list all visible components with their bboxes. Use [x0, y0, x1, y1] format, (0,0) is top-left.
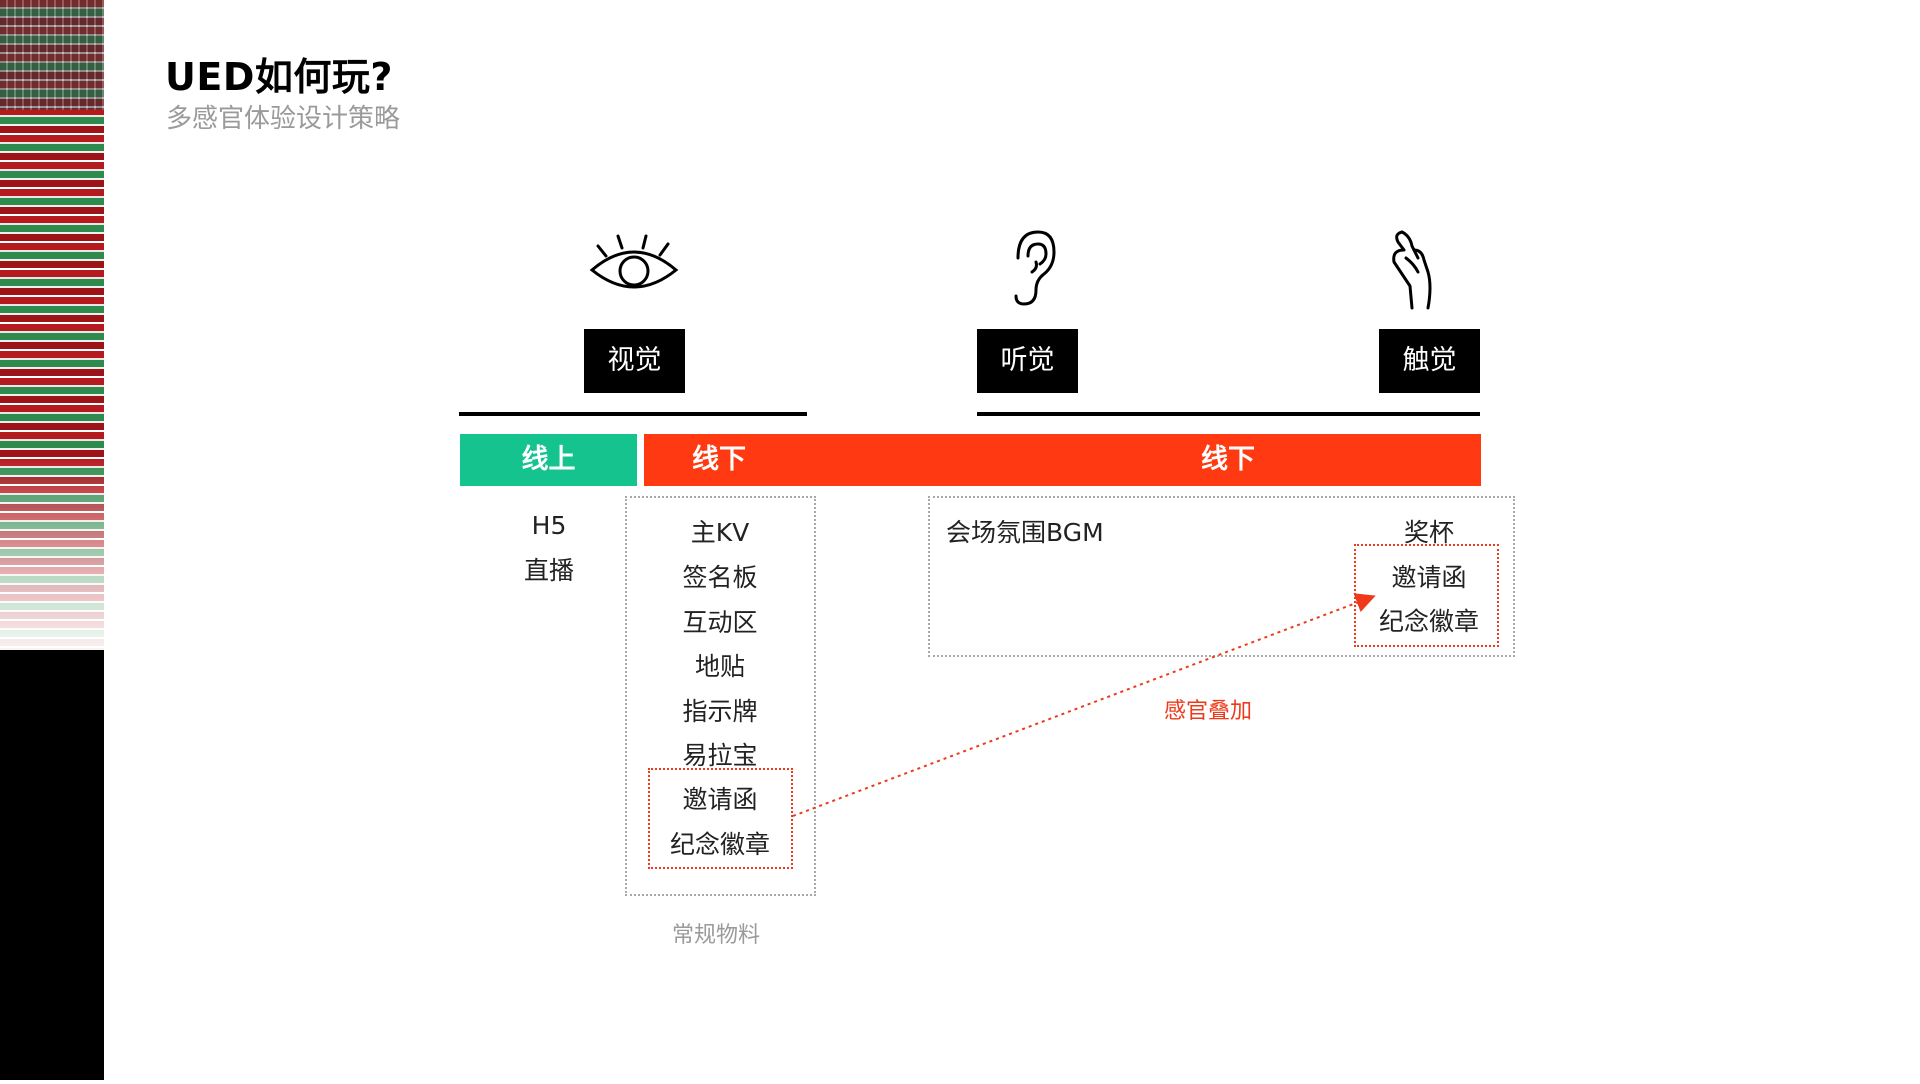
- touch-item: 邀请函: [1334, 558, 1524, 594]
- vision-item: 指示牌: [625, 692, 815, 728]
- touch-item: 纪念徽章: [1334, 602, 1524, 638]
- eye-icon: [588, 232, 680, 294]
- regular-materials-caption: 常规物料: [672, 917, 760, 949]
- side-black-band: [0, 650, 64, 1080]
- sense-overlay-caption: 感官叠加: [1164, 693, 1252, 725]
- channel-online-bar: 线上: [460, 434, 637, 486]
- vision-item: 互动区: [625, 603, 815, 639]
- vision-item: 纪念徽章: [625, 825, 815, 861]
- side-photo-top: [0, 0, 104, 110]
- vision-item: 地贴: [625, 647, 815, 683]
- vision-item: 签名板: [625, 558, 815, 594]
- vision-rule: [459, 412, 807, 416]
- channel-offline-label-2: 线下: [1201, 434, 1255, 486]
- online-item: 直播: [454, 551, 644, 587]
- page-title: UED如何玩?: [165, 46, 393, 101]
- sense-label-vision: 视觉: [584, 329, 685, 393]
- hand-icon: [1384, 228, 1438, 312]
- ear-icon: [1010, 228, 1058, 308]
- sense-label-touch: 触觉: [1379, 329, 1480, 393]
- hearing-item: 会场氛围BGM: [946, 513, 1166, 549]
- sense-label-hearing: 听觉: [977, 329, 1078, 393]
- online-item: H5: [454, 511, 644, 540]
- vision-item: 主KV: [625, 513, 815, 549]
- page-subtitle: 多感官体验设计策略: [166, 98, 400, 135]
- hearing-touch-rule: [977, 412, 1480, 416]
- vision-item: 邀请函: [625, 780, 815, 816]
- vision-item: 易拉宝: [625, 736, 815, 772]
- channel-offline-bar: 线下 线下: [644, 434, 1481, 486]
- channel-offline-label-1: 线下: [692, 434, 746, 486]
